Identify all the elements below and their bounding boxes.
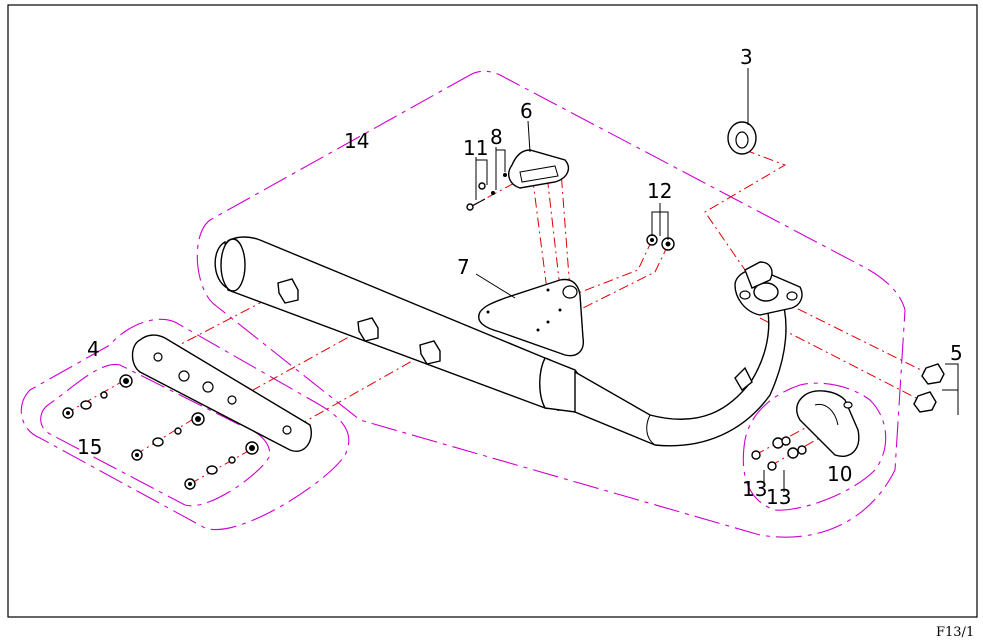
callout-12: 12: [647, 179, 672, 203]
exhaust-gasket: [727, 121, 757, 155]
callout-3: 3: [740, 45, 753, 69]
group-outline-10: [742, 382, 887, 511]
muffler-bracket: [478, 278, 585, 357]
bracket-bolts: [466, 173, 507, 211]
heat-shield: [131, 334, 312, 452]
callout-4: 4: [87, 337, 100, 361]
diagram-frame: [7, 4, 978, 618]
callout-6: 6: [520, 99, 533, 123]
cap-nuts: [913, 363, 945, 413]
callout-11: 11: [463, 136, 488, 160]
group-outline-14: [196, 70, 906, 538]
callout-14: 14: [344, 129, 369, 153]
assembly-lines: [64, 149, 926, 485]
lower-bracket: [751, 390, 860, 471]
callout-5: 5: [950, 341, 963, 365]
shield-bolt-set: [62, 374, 259, 490]
upper-bracket: [508, 149, 570, 189]
callout-15: 15: [77, 435, 102, 459]
group-outline-4: [20, 318, 350, 531]
callout-8: 8: [490, 125, 503, 149]
page-code: F13/1: [936, 625, 974, 640]
bracket-nuts: [646, 234, 675, 251]
exhaust-pipe: [574, 261, 803, 447]
leader-lines: [475, 68, 959, 492]
callout-10: 10: [827, 462, 852, 486]
muffler-mount-nuts: [277, 278, 441, 365]
callout-13-b: 13: [766, 485, 791, 509]
callout-13-a: 13: [742, 477, 767, 501]
callout-7: 7: [457, 255, 470, 279]
